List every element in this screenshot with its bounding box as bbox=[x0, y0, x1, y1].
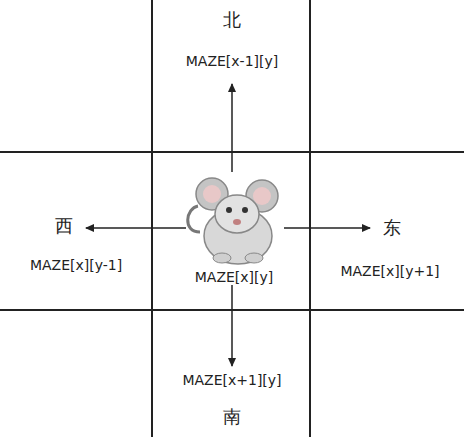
cell-label: MAZE[x][y] bbox=[195, 270, 274, 285]
direction-label: 南 bbox=[223, 407, 241, 427]
direction-label: 东 bbox=[383, 218, 401, 238]
cell-label: MAZE[x][y-1] bbox=[30, 258, 122, 273]
direction-label: 北 bbox=[223, 10, 241, 30]
cell-label: MAZE[x][y+1] bbox=[340, 264, 439, 279]
direction-label: 西 bbox=[55, 216, 73, 236]
cell-label: MAZE[x-1][y] bbox=[186, 54, 278, 69]
mouse-figure bbox=[188, 178, 278, 264]
cell-label: MAZE[x+1][y] bbox=[182, 373, 281, 388]
